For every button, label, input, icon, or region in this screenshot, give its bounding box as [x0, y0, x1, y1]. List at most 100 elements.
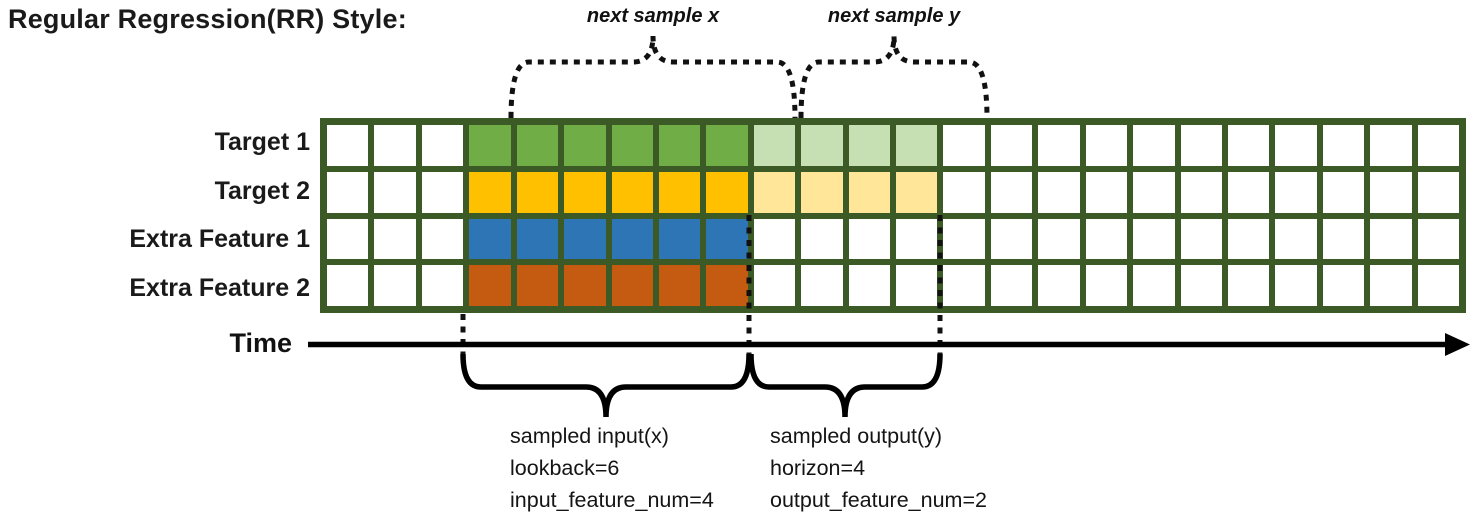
horizon-value: horizon=4 — [770, 456, 866, 480]
grid-cell — [1133, 265, 1175, 306]
grid-cell — [516, 171, 559, 213]
grid-cell — [469, 171, 511, 213]
output-feature-num-value: output_feature_num=2 — [770, 488, 987, 512]
grid-cell — [516, 218, 559, 260]
grid-cell — [658, 218, 701, 260]
grid-cell — [611, 265, 653, 306]
grid-cell — [516, 265, 559, 306]
grid-cell — [801, 171, 843, 213]
grid-cell — [801, 265, 843, 306]
grid-cell — [1180, 125, 1222, 166]
diagram-title: Regular Regression(RR) Style: — [8, 4, 407, 34]
grid-cell — [469, 265, 511, 306]
row-label-target-1: Target 1 — [214, 127, 310, 156]
grid-cell — [1275, 125, 1317, 166]
grid-cell — [658, 171, 701, 213]
grid-cell — [658, 265, 701, 306]
sampled-output-title: sampled output(y) — [770, 424, 943, 448]
grid-cell — [1370, 265, 1412, 306]
grid-cell — [1275, 265, 1317, 306]
grid-cell — [327, 265, 369, 306]
sample-grid — [320, 118, 1466, 313]
grid-cell — [1417, 125, 1459, 166]
grid-cell — [564, 171, 606, 213]
grid-cell — [327, 171, 369, 213]
next-sample-y-label: next sample y — [827, 5, 961, 27]
grid-cell — [1227, 171, 1270, 213]
grid-cell — [611, 218, 653, 260]
grid-cell — [1038, 125, 1080, 166]
row-labels: Target 1 Target 2 Extra Feature 1 Extra … — [0, 118, 310, 313]
next-sample-x-label: next sample x — [586, 5, 720, 27]
grid-cell — [1322, 265, 1365, 306]
row-label-extra-feature-2: Extra Feature 2 — [129, 274, 310, 303]
grid-cell — [1227, 125, 1270, 166]
grid-cell — [896, 218, 938, 260]
next-sample-x-brace — [508, 35, 798, 119]
grid-cell — [327, 218, 369, 260]
grid-cell — [611, 125, 653, 166]
grid-cell — [1133, 125, 1175, 166]
grid-cell — [1322, 171, 1365, 213]
grid-cell — [990, 218, 1033, 260]
lookback-value: lookback=6 — [510, 456, 620, 480]
grid-cell — [1370, 171, 1412, 213]
grid-cell — [943, 218, 985, 260]
grid-cell — [421, 265, 464, 306]
sampled-input-brace — [460, 353, 752, 418]
grid-cell — [848, 265, 890, 306]
grid-cell — [658, 125, 701, 166]
grid-cell — [1085, 218, 1128, 260]
grid-cell — [848, 171, 890, 213]
grid-cell — [564, 218, 606, 260]
grid-cell — [706, 125, 748, 166]
grid-cell — [1133, 171, 1175, 213]
grid-cell — [706, 171, 748, 213]
grid-cell — [943, 265, 985, 306]
grid-cell — [374, 171, 416, 213]
sampled-input-annotation: sampled input(x) lookback=6 input_featur… — [510, 420, 714, 516]
grid-cell — [990, 171, 1033, 213]
grid-cell — [1417, 218, 1459, 260]
grid-cell — [564, 125, 606, 166]
grid-cell — [1085, 171, 1128, 213]
grid-cell — [896, 265, 938, 306]
grid-cell — [753, 171, 796, 213]
grid-cell — [896, 171, 938, 213]
grid-cell — [1038, 218, 1080, 260]
grid-cell — [1417, 265, 1459, 306]
sampled-output-brace — [748, 353, 943, 418]
grid-cell — [706, 218, 748, 260]
grid-cell — [990, 125, 1033, 166]
grid-cell — [943, 125, 985, 166]
grid-cell — [374, 265, 416, 306]
grid-cell — [753, 218, 796, 260]
grid-cell — [753, 125, 796, 166]
grid-cell — [1085, 125, 1128, 166]
grid-cell — [1227, 218, 1270, 260]
grid-cell — [1180, 218, 1222, 260]
grid-cell — [990, 265, 1033, 306]
grid-cell — [469, 218, 511, 260]
grid-cell — [564, 265, 606, 306]
input-feature-num-value: input_feature_num=4 — [510, 488, 714, 512]
grid-cell — [896, 125, 938, 166]
grid-cell — [1133, 218, 1175, 260]
grid-cell — [374, 218, 416, 260]
grid-cell — [1085, 265, 1128, 306]
grid-cell — [1227, 265, 1270, 306]
grid-cell — [1038, 171, 1080, 213]
grid-cell — [374, 125, 416, 166]
grid-cell — [469, 125, 511, 166]
grid-cell — [1370, 125, 1412, 166]
next-sample-y-brace — [798, 35, 990, 119]
grid-cell — [801, 125, 843, 166]
grid-cell — [1275, 218, 1317, 260]
sampled-output-annotation: sampled output(y) horizon=4 output_featu… — [770, 420, 987, 516]
grid-cell — [706, 265, 748, 306]
grid-cell — [1322, 218, 1365, 260]
grid-cell — [327, 125, 369, 166]
grid-cell — [801, 218, 843, 260]
grid-cell — [516, 125, 559, 166]
